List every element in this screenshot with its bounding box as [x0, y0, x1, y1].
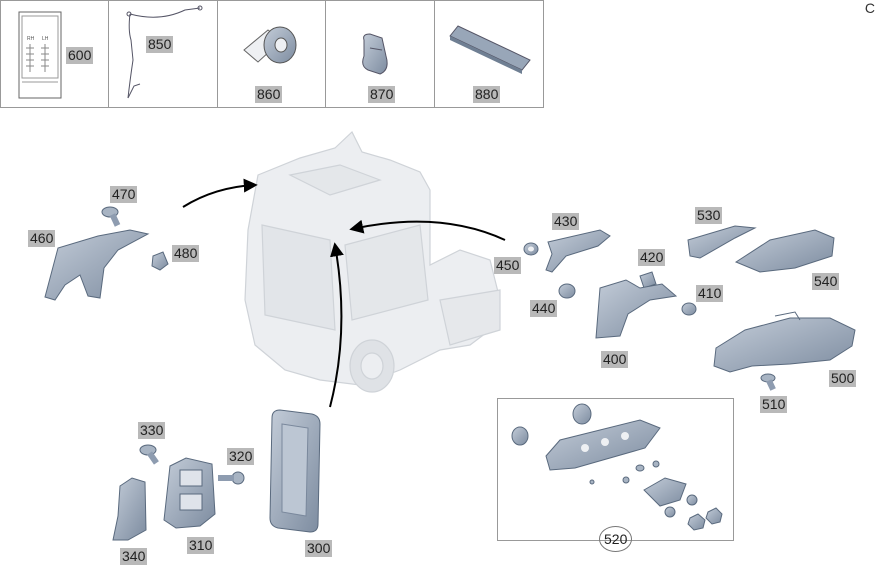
label-470: 470 [110, 186, 138, 203]
part-420-clip [639, 271, 657, 289]
sticker-card-600: RH LH [18, 11, 62, 99]
label-850: 850 [146, 36, 174, 53]
tape-roll-860 [243, 26, 297, 64]
label-440: 440 [530, 300, 558, 317]
truck-cab [244, 131, 501, 393]
part-480-clip [151, 251, 169, 271]
label-600: 600 [66, 47, 94, 64]
label-400: 400 [601, 351, 629, 368]
part-540-cover [734, 229, 835, 273]
part-410-fastener [681, 302, 697, 316]
part-510-screw [760, 373, 776, 391]
label-310: 310 [187, 537, 215, 554]
corner-mark: C [864, 0, 875, 16]
clip-870 [362, 33, 388, 75]
label-480: 480 [172, 245, 200, 262]
part-440-cap [558, 283, 576, 299]
label-420: 420 [638, 249, 666, 266]
detail-box-520 [497, 398, 734, 541]
part-470-screw [101, 206, 121, 227]
part-400-trim [595, 279, 678, 339]
label-430: 430 [552, 213, 580, 230]
part-450-nut [523, 242, 539, 256]
label-520: 520 [599, 526, 633, 552]
part-320-screw [218, 471, 245, 485]
sticker-lh: LH [42, 36, 49, 42]
part-500-housing [713, 311, 856, 373]
part-340-bracket [112, 477, 147, 541]
label-870: 870 [368, 86, 396, 103]
label-340: 340 [120, 548, 148, 565]
label-320: 320 [227, 448, 255, 465]
part-330-screw [139, 444, 159, 465]
part-310-mount [163, 457, 216, 529]
part-460 [44, 229, 150, 301]
foam-pad-880 [449, 25, 531, 74]
label-410: 410 [696, 285, 724, 302]
label-460: 460 [28, 230, 56, 247]
label-860: 860 [255, 86, 283, 103]
label-300: 300 [305, 540, 333, 557]
label-540: 540 [812, 273, 840, 290]
label-880: 880 [473, 86, 501, 103]
part-300-panel [269, 409, 321, 533]
part-430-bracket [545, 229, 611, 273]
label-330: 330 [138, 422, 166, 439]
label-510: 510 [760, 396, 788, 413]
arrows [182, 178, 506, 408]
cable-harness-850 [126, 5, 203, 99]
label-450: 450 [494, 257, 522, 274]
label-530: 530 [695, 207, 723, 224]
label-500: 500 [829, 370, 857, 387]
part-530-strip [687, 225, 757, 259]
sticker-rh: RH [27, 36, 35, 42]
